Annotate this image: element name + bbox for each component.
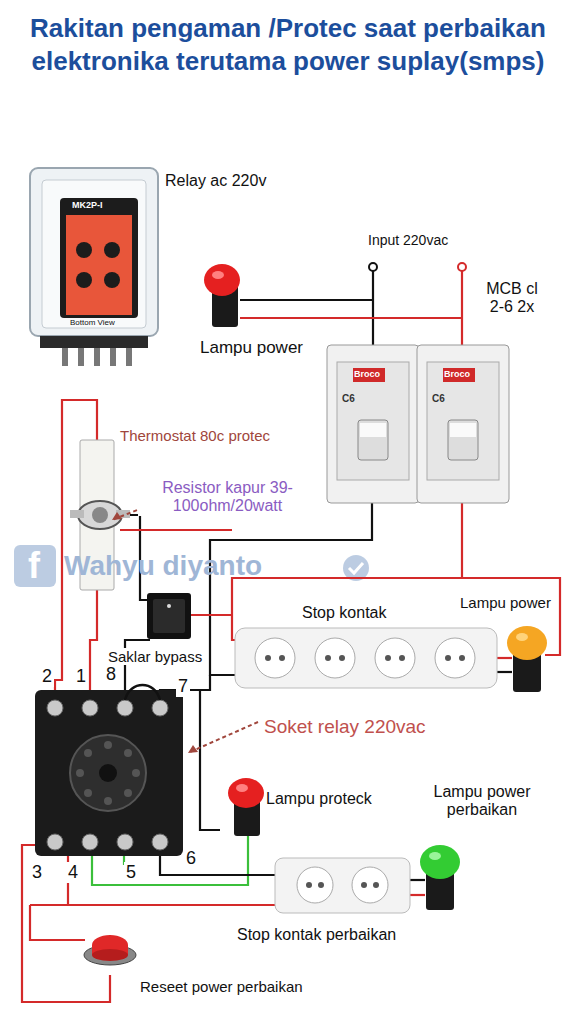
- callout-number: 5: [124, 862, 138, 883]
- part-label: Stop kontak perbaikan: [235, 926, 398, 944]
- watermark-logo: f: [28, 545, 40, 586]
- relay-text: Bottom View: [70, 318, 115, 327]
- callout-number: 8: [104, 664, 118, 685]
- part-label: Lampu power: [458, 594, 553, 611]
- part-label: Thermostat 80c protec: [118, 427, 272, 444]
- part-label: Lampu power: [198, 338, 305, 358]
- brand-text: Broco: [354, 369, 380, 379]
- part-label: Lampu proteck: [264, 790, 374, 808]
- callout-number: 4: [66, 862, 80, 883]
- brand-text: Broco: [444, 369, 470, 379]
- part-label: Relay ac 220v: [165, 172, 266, 190]
- part-label: Soket relay 220vac: [262, 716, 428, 738]
- callout-number: 6: [184, 848, 198, 869]
- rating-text: C6: [432, 393, 445, 405]
- part-label: Saklar bypass: [106, 648, 204, 665]
- part-label: Lampu power perbaikan: [400, 783, 564, 820]
- part-label: Reseet power perbaikan: [138, 978, 305, 995]
- part-label: MCB cl 2-6 2x: [482, 280, 542, 317]
- title: Rakitan pengaman /Protec saat perbaikan …: [10, 12, 566, 77]
- part-label: Resistor kapur 39-100ohm/20watt: [138, 479, 317, 516]
- callout-number: 7: [176, 676, 190, 697]
- callout-number: 3: [30, 862, 44, 883]
- rating-text: C6: [342, 393, 355, 405]
- model-text: MK2P-I: [72, 200, 103, 210]
- watermark: Wahyu diyanto: [64, 550, 262, 582]
- part-label: Input 220vac: [368, 232, 448, 248]
- part-label: Stop kontak: [300, 604, 389, 622]
- callout-number: 1: [74, 666, 88, 687]
- callout-number: 2: [40, 666, 54, 687]
